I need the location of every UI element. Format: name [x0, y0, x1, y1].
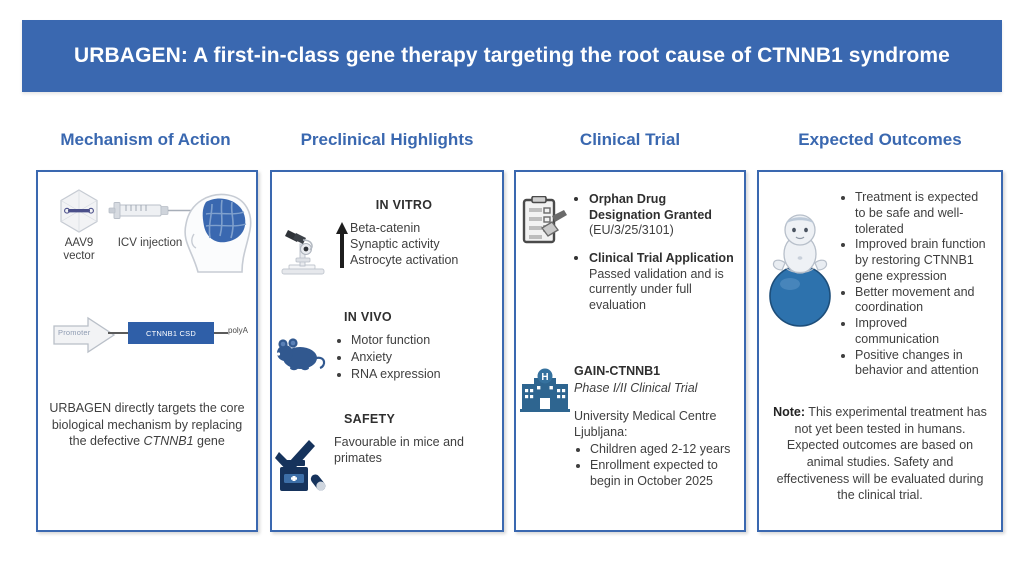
gene-cassette-label: CTNNB1 CSD: [146, 328, 196, 338]
regulatory-item: Orphan Drug Designation Granted (EU/3/25…: [589, 190, 736, 239]
baby-on-therapy-ball-icon: [759, 190, 841, 328]
aav9-caption-line2: vector: [63, 250, 95, 263]
polya-label: polyA: [228, 326, 249, 335]
regulatory-item-1-detail: Passed validation and is currently under…: [589, 266, 724, 312]
outcome-item-3: Improved communication: [855, 316, 991, 348]
disclaimer-note: Note: This experimental treatment has no…: [771, 404, 989, 504]
icv-injection-block: ICV injection: [104, 194, 196, 250]
in-vivo-item-0: Motor function: [351, 332, 494, 348]
outcome-item-2: Better movement and coordination: [855, 285, 991, 317]
poster-title-banner: URBAGEN: A first-in-class gene therapy t…: [22, 20, 1002, 92]
mechanism-summary-gene: CTNNB1: [143, 434, 194, 448]
in-vitro-item-1: Synaptic activity: [350, 237, 440, 251]
hospital-icon: H: [516, 364, 574, 412]
medicine-bottle-checkmark-icon: [272, 434, 334, 494]
panel-expected-outcomes: Treatment is expected to be safe and wel…: [757, 170, 1003, 532]
panel-clinical-trial: Orphan Drug Designation Granted (EU/3/25…: [514, 170, 746, 532]
outcome-item-1: Improved brain function by restoring CTN…: [855, 237, 991, 284]
regulatory-item: Clinical Trial Application Passed valida…: [589, 249, 736, 314]
icv-injection-caption: ICV injection: [117, 237, 183, 249]
column-heading-preclinical: Preclinical Highlights: [300, 130, 474, 149]
in-vitro-items: Beta-catenin Synaptic activity Astrocyte…: [350, 220, 502, 268]
promoter-arrow-icon: [53, 316, 116, 354]
panel-preclinical-highlights: IN VITRO: [270, 170, 504, 532]
outcomes-block: Treatment is expected to be safe and wel…: [759, 190, 1001, 379]
trial-site-point-0: Children aged 2-12 years: [590, 441, 736, 457]
outcome-item-0: Treatment is expected to be safe and wel…: [855, 190, 991, 237]
safety-title: SAFETY: [344, 412, 396, 426]
syringe-icon: [104, 194, 196, 233]
in-vitro-item-2: Astrocyte activation: [350, 253, 459, 267]
section-safety: SAFETY Favourable in mice and primates: [272, 412, 502, 494]
trial-site-name: University Medical Centre Ljubljana:: [574, 408, 717, 440]
regulatory-list: Orphan Drug Designation Granted (EU/3/25…: [574, 190, 744, 323]
construct-connector-right: [214, 332, 228, 334]
mechanism-summary-pre: URBAGEN directly targets the core biolog…: [49, 401, 245, 448]
in-vitro-title: IN VITRO: [375, 198, 433, 212]
regulatory-item-1-lead: Clinical Trial Application: [589, 250, 734, 265]
section-in-vitro: IN VITRO: [272, 198, 502, 278]
mouse-icon: [272, 332, 334, 374]
panel-mechanism-of-action: AAV9 vector ICV injection: [36, 170, 258, 532]
gene-cassette-box: CTNNB1 CSD: [128, 322, 214, 344]
disclaimer-note-text: This experimental treatment has not yet …: [776, 405, 987, 503]
mechanism-summary-post: gene: [193, 434, 225, 448]
column-heading-clinical-trial: Clinical Trial: [579, 130, 681, 149]
section-in-vivo: IN VIVO Motor function: [272, 310, 502, 383]
disclaimer-note-label: Note:: [773, 405, 806, 419]
aav9-vector-block: AAV9 vector: [48, 188, 110, 263]
study-name: GAIN-CTNNB1: [574, 364, 661, 378]
trial-site-point-1: Enrollment expected to begin in October …: [590, 457, 736, 489]
outcomes-list: Treatment is expected to be safe and wel…: [841, 190, 1001, 379]
mechanism-icon-row: AAV9 vector ICV injection: [38, 188, 256, 288]
column-heading-expected-outcomes: Expected Outcomes: [798, 130, 962, 149]
head-brain-icon: [176, 186, 254, 279]
gene-construct-diagram: Promoter CTNNB1 CSD polyA: [46, 312, 252, 358]
promoter-label: Promoter: [58, 328, 91, 337]
safety-text: Favourable in mice and primates: [334, 435, 464, 465]
regulatory-status-block: Orphan Drug Designation Granted (EU/3/25…: [516, 190, 744, 323]
study-phase: Phase I/II Clinical Trial: [574, 380, 698, 395]
regulatory-item-0-lead: Orphan Drug Designation Granted: [589, 192, 712, 222]
column-heading-mechanism: Mechanism of Action: [60, 130, 231, 149]
aav9-capsid-icon: [56, 188, 102, 234]
construct-connector-left: [108, 332, 130, 334]
trial-site-block: H GAIN-CTNNB1 Phase I/II Clinical Trial …: [516, 364, 744, 489]
svg-text:H: H: [541, 372, 548, 383]
in-vivo-item-1: Anxiety: [351, 349, 494, 365]
trial-details: GAIN-CTNNB1 Phase I/II Clinical Trial Un…: [574, 364, 744, 489]
page-title: URBAGEN: A first-in-class gene therapy t…: [74, 43, 950, 67]
in-vitro-item-0: Beta-catenin: [350, 221, 421, 235]
microscope-icon: [272, 220, 334, 278]
up-arrow-icon: [334, 220, 350, 268]
clipboard-signing-icon: [516, 190, 574, 246]
in-vivo-items: Motor function Anxiety RNA expression: [334, 332, 502, 383]
aav9-caption-line1: AAV9: [64, 237, 94, 249]
regulatory-item-0-detail: (EU/3/25/3101): [589, 223, 674, 238]
in-vivo-item-2: RNA expression: [351, 366, 494, 382]
mechanism-summary-text: URBAGEN directly targets the core biolog…: [48, 400, 246, 450]
in-vivo-title: IN VIVO: [344, 310, 392, 324]
outcome-item-4: Positive changes in behavior and attenti…: [855, 348, 991, 380]
